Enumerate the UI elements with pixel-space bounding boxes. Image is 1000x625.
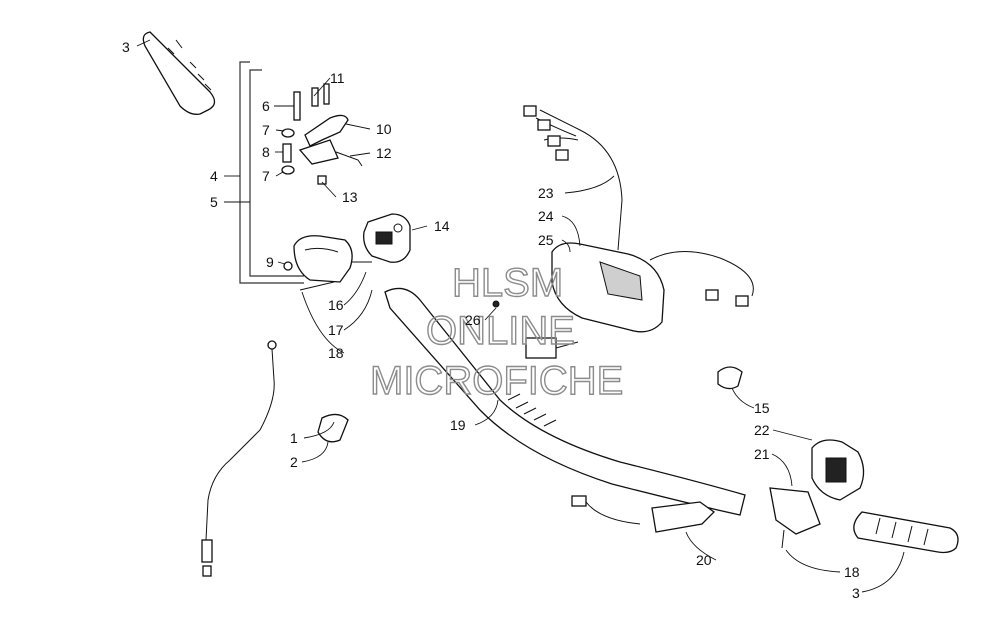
callout-labels: 3 11 6 7 10 8 12 4 7 13 5 14 9 16 17 18 … [122, 39, 860, 601]
ring-clamp [717, 366, 743, 390]
callout-21: 21 [754, 446, 770, 462]
callout-14: 14 [434, 218, 450, 234]
callout-6: 6 [262, 98, 270, 114]
watermark: HLSM ONLINE MICROFICHE [369, 260, 624, 403]
callout-3-right: 3 [852, 585, 860, 601]
callout-7-upper: 7 [262, 122, 270, 138]
callout-12: 12 [376, 145, 392, 161]
group-bracket-4-5 [239, 61, 304, 284]
callout-24: 24 [538, 208, 554, 224]
callout-23: 23 [538, 185, 554, 201]
callout-15: 15 [754, 400, 770, 416]
callout-5: 5 [210, 194, 218, 210]
harness-connector [571, 495, 716, 533]
callout-13: 13 [342, 189, 358, 205]
cable-clamp [317, 413, 349, 443]
callout-8: 8 [262, 144, 270, 160]
callout-1: 1 [290, 430, 298, 446]
watermark-line-2: ONLINE [426, 309, 575, 353]
group-bracket-inner [249, 69, 304, 277]
screw-26 [492, 300, 500, 308]
right-switch-housing [769, 439, 865, 549]
heater-switch-housing [525, 242, 665, 359]
callout-16: 16 [328, 297, 344, 313]
callout-20: 20 [696, 552, 712, 568]
callout-18-right: 18 [844, 564, 860, 580]
watermark-line-1: HLSM [452, 261, 563, 305]
callout-9: 9 [266, 254, 274, 270]
callout-18-left: 18 [328, 345, 344, 361]
callout-11: 11 [330, 70, 345, 86]
handlebar [384, 287, 746, 516]
throttle-lever-assembly [281, 83, 363, 185]
callout-17: 17 [328, 322, 344, 338]
callout-10: 10 [376, 121, 392, 137]
watermark-line-3: MICROFICHE [370, 359, 623, 403]
leader-lines [136, 39, 905, 593]
throttle-housing [283, 235, 372, 291]
callout-2: 2 [290, 454, 298, 470]
throttle-cable [201, 340, 277, 577]
callout-3-left: 3 [122, 39, 130, 55]
left-grip [142, 31, 216, 115]
left-switch-housing [363, 213, 411, 263]
callout-22: 22 [754, 422, 770, 438]
callout-26: 26 [465, 312, 481, 328]
callout-19: 19 [450, 417, 466, 433]
callout-25: 25 [538, 232, 554, 248]
callout-4: 4 [210, 168, 218, 184]
wire-harness [523, 105, 754, 307]
right-grip [853, 511, 959, 554]
callout-7-lower: 7 [262, 168, 270, 184]
